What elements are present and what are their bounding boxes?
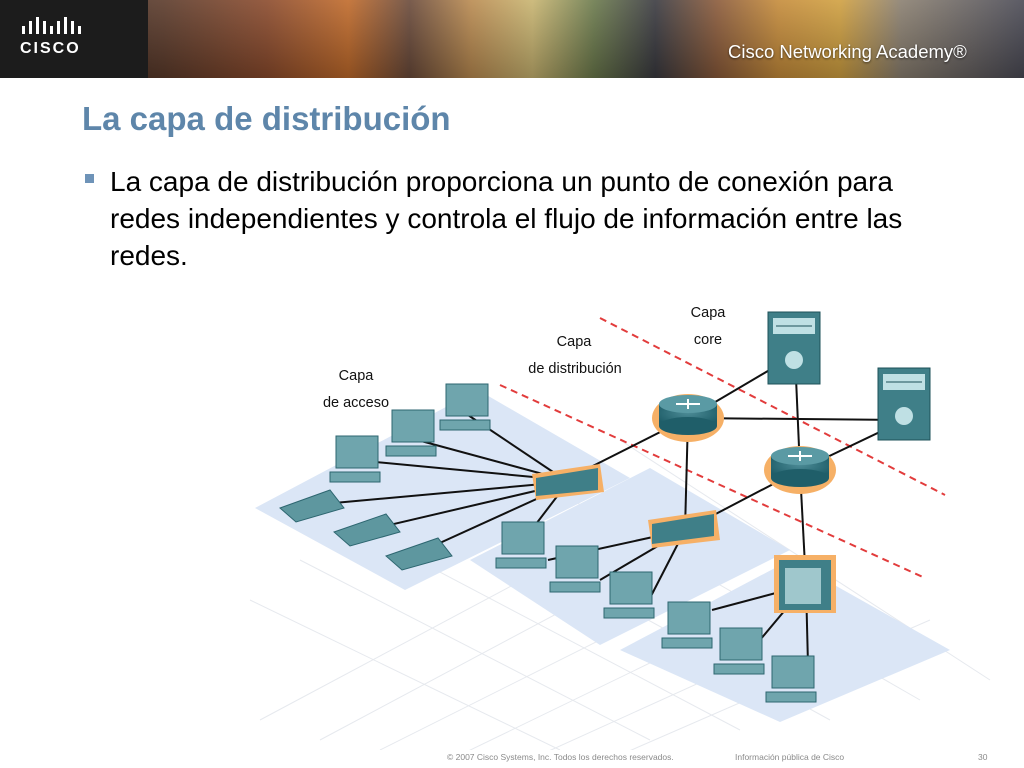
banner-photo-strip: [0, 0, 1024, 78]
header-banner: CISCO Cisco Networking Academy®: [0, 0, 1024, 78]
distribution-router-1: [652, 394, 724, 442]
core-label-line2: core: [694, 332, 722, 348]
cisco-logo-text: CISCO: [20, 40, 81, 57]
distribution-label-line2: de distribución: [528, 361, 622, 377]
ip-phone-icon: [279, 489, 453, 571]
slide-title: La capa de distribución: [82, 100, 451, 137]
network-diagram: Capa core Capa de distribución Capa de a…: [249, 305, 991, 750]
distribution-boundary-line: [499, 384, 926, 579]
access-switch-1: [532, 464, 604, 500]
core-switch-1: [767, 311, 821, 385]
pc-icon: [329, 383, 817, 703]
footer-classification: Información pública de Cisco: [735, 752, 845, 762]
access-switch-2: [648, 510, 720, 548]
core-label-line1: Capa: [691, 305, 727, 321]
bullet-square-icon: [85, 174, 94, 183]
access-panel-3: [620, 560, 950, 722]
distribution-label-line1: Capa: [557, 334, 593, 350]
core-boundary-line: [599, 317, 946, 496]
cisco-bars-icon: [22, 17, 81, 34]
academy-title: Cisco Networking Academy®: [728, 41, 967, 62]
footer-page-number: 30: [978, 752, 988, 762]
cisco-logo: CISCO: [0, 0, 148, 78]
core-switch-2: [877, 367, 931, 441]
footer-copyright: © 2007 Cisco Systems, Inc. Todos los der…: [447, 752, 674, 762]
distribution-router-2: [764, 446, 836, 494]
access-label-line1: Capa: [339, 368, 375, 384]
bullet-text: La capa de distribución proporciona un p…: [110, 166, 903, 271]
access-switch-3: [774, 555, 836, 613]
access-label-line2: de acceso: [323, 395, 389, 411]
